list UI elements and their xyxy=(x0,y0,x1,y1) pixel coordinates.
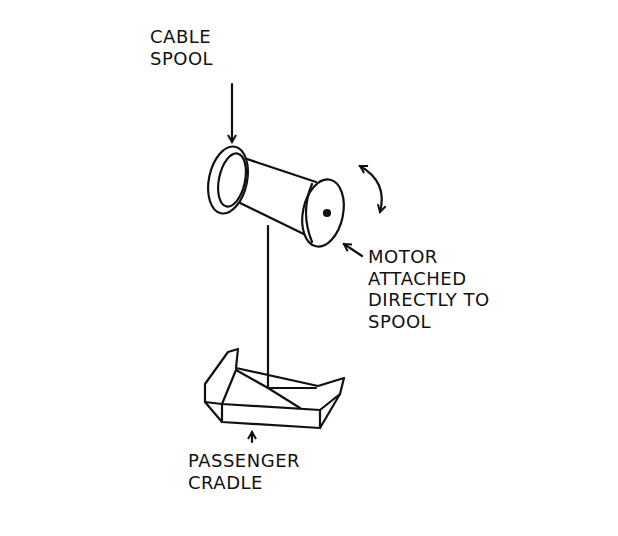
cradle-rigging xyxy=(222,370,316,408)
rotation-arrow xyxy=(360,166,382,212)
part-label: MOTOR ATTACHED DIRECTLY TO SPOOL xyxy=(368,246,518,332)
motor-shaft xyxy=(324,210,330,216)
leader-line xyxy=(344,244,362,256)
passenger-cradle xyxy=(205,349,344,428)
part-label: PASSENGER CRADLE xyxy=(188,450,323,493)
part-label: CABLE SPOOL xyxy=(150,26,250,69)
leader-line xyxy=(251,432,253,442)
leader-line xyxy=(231,84,233,142)
spool-flange xyxy=(306,184,312,242)
spool-flange xyxy=(202,143,253,217)
spool-flange xyxy=(296,176,349,251)
spool-body xyxy=(238,156,316,182)
spool-flange xyxy=(214,151,251,209)
passenger-cradle xyxy=(222,404,320,428)
cable xyxy=(267,226,269,388)
